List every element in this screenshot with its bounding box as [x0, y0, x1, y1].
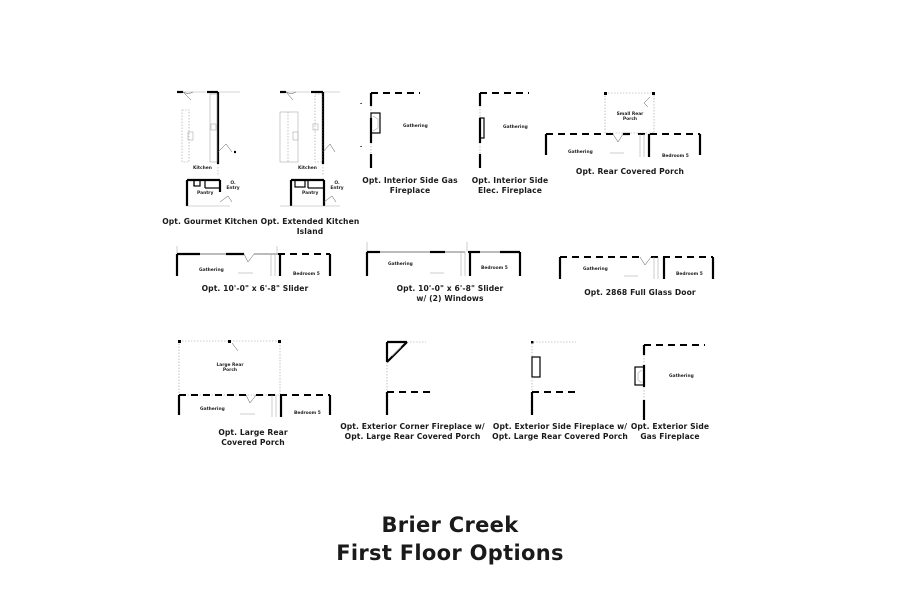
floorplan-drawing: [530, 341, 576, 415]
plan-gourmet-kitchen: Kitchen Pantry O. Entry: [160, 80, 250, 210]
room-label: Bedroom 5: [294, 411, 321, 416]
caption-exterior-side-gas-fireplace: Opt. Exterior Side Gas Fireplace: [630, 422, 710, 441]
plan-large-rear-covered-porch: Large Rear Porch Gathering Bedroom 5: [160, 335, 360, 425]
room-label: O. Entry: [226, 181, 240, 191]
plan-slider-10x68-2-windows: Gathering Bedroom 5: [350, 240, 550, 280]
plan-exterior-side-fireplace: [520, 335, 590, 420]
caption-slider-10x68: Opt. 10'-0" x 6'-8" Slider: [201, 284, 309, 293]
room-label: Gathering: [403, 124, 428, 129]
caption-gourmet-kitchen: Opt. Gourmet Kitchen: [162, 217, 258, 226]
plan-slider-10x68: Gathering Bedroom 5: [160, 240, 360, 280]
floorplan-drawing: [634, 344, 705, 420]
room-label: Gathering: [583, 267, 608, 272]
floorplan-drawing: [544, 92, 702, 157]
caption-exterior-corner-fireplace: Opt. Exterior Corner Fireplace w/ Opt. L…: [340, 422, 485, 441]
caption-extended-kitchen-island: Opt. Extended Kitchen Island: [260, 217, 360, 236]
room-label: Gathering: [503, 125, 528, 130]
room-label: Pantry: [197, 191, 214, 196]
room-label: Gathering: [388, 262, 413, 267]
page-title-line2: First Floor Options: [336, 541, 564, 565]
room-label: Gathering: [669, 374, 694, 379]
floorplan-drawing: [478, 92, 529, 168]
floorplan-drawing: [175, 246, 332, 276]
floorplan-drawing: [369, 92, 420, 168]
floorplan-drawing: [558, 256, 715, 279]
plan-exterior-corner-fireplace: [370, 335, 460, 420]
room-label: Kitchen: [298, 166, 317, 171]
room-label: Gathering: [568, 150, 593, 155]
caption-full-glass-door-2868: Opt. 2868 Full Glass Door: [584, 288, 696, 297]
window-tag: ▬: [360, 145, 363, 148]
floorplan-drawing: [365, 242, 522, 276]
room-label: O. Entry: [330, 181, 344, 191]
plan-interior-side-gas-fireplace: ▬ ▬ Gathering: [360, 88, 440, 168]
room-label: Bedroom 5: [662, 154, 689, 159]
caption-large-rear-covered-porch: Opt. Large Rear Covered Porch: [218, 428, 288, 447]
room-label: Pantry: [302, 191, 319, 196]
room-label: Bedroom 5: [676, 272, 703, 277]
caption-slider-10x68-2-windows: Opt. 10'-0" x 6'-8" Slider w/ (2) Window…: [396, 284, 504, 303]
floorplan-drawing: [279, 90, 340, 207]
caption-interior-side-gas-fireplace: Opt. Interior Side Gas Fireplace: [362, 176, 458, 195]
room-label: Gathering: [200, 407, 225, 412]
plan-rear-covered-porch: Small Rear Porch Gathering Bedroom 5: [530, 85, 730, 165]
plan-full-glass-door-2868: Gathering Bedroom 5: [540, 245, 740, 285]
room-label: Small Rear Porch: [616, 112, 644, 122]
room-label: Gathering: [199, 268, 224, 273]
caption-rear-covered-porch: Opt. Rear Covered Porch: [575, 167, 685, 176]
room-label: Kitchen: [193, 166, 212, 171]
caption-exterior-side-fireplace: Opt. Exterior Side Fireplace w/ Opt. Lar…: [492, 422, 628, 441]
floorplan-drawing: [177, 340, 332, 417]
room-label: Large Rear Porch: [216, 363, 244, 373]
plan-exterior-side-gas-fireplace: Gathering: [625, 340, 725, 425]
room-label: Bedroom 5: [481, 266, 508, 271]
window-tag: ▬: [360, 102, 363, 105]
page-title-line1: Brier Creek: [381, 513, 519, 537]
floorplan-drawing: [177, 90, 240, 207]
caption-interior-side-elec-fireplace: Opt. Interior Side Elec. Fireplace: [471, 176, 549, 195]
plan-interior-side-elec-fireplace: Gathering: [470, 88, 550, 168]
plan-extended-kitchen-island: Kitchen Pantry O. Entry: [260, 80, 350, 210]
floorplan-drawing: [385, 340, 430, 415]
room-label: Bedroom 5: [293, 272, 320, 277]
